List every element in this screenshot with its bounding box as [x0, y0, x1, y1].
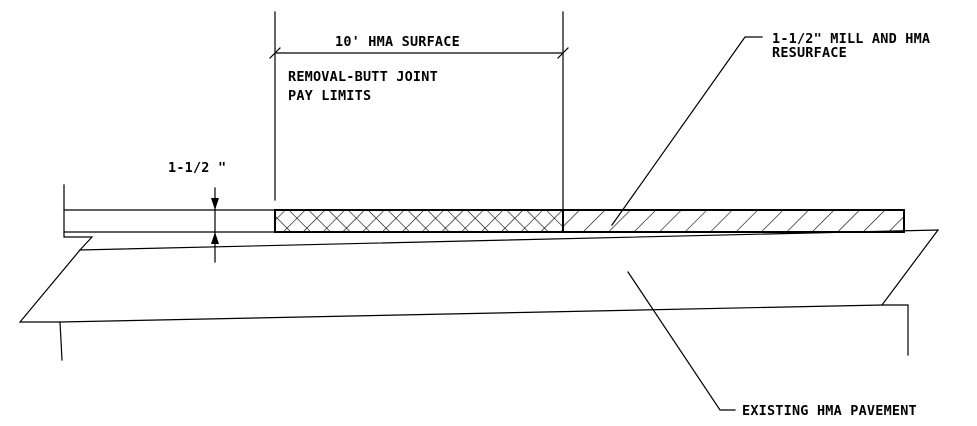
removal-label-line2: PAY LIMITS [288, 88, 371, 104]
existing-pavement-label: EXISTING HMA PAVEMENT [742, 403, 917, 419]
thickness-dimension [211, 187, 219, 263]
removal-label-line1: REMOVAL-BUTT JOINT [288, 69, 438, 85]
existing-pavement-outline [18, 184, 939, 361]
surface-width-label: 10' HMA SURFACE [335, 34, 460, 50]
thickness-label: 1-1/2 " [168, 160, 226, 176]
mill-label-line2: RESURFACE [772, 45, 847, 61]
leader-lines [611, 36, 763, 411]
pay-limits-dimension [269, 11, 569, 233]
mill-label-line1: 1-1/2" MILL AND HMA [772, 31, 930, 47]
butt-joint-removal-area [274, 209, 564, 233]
